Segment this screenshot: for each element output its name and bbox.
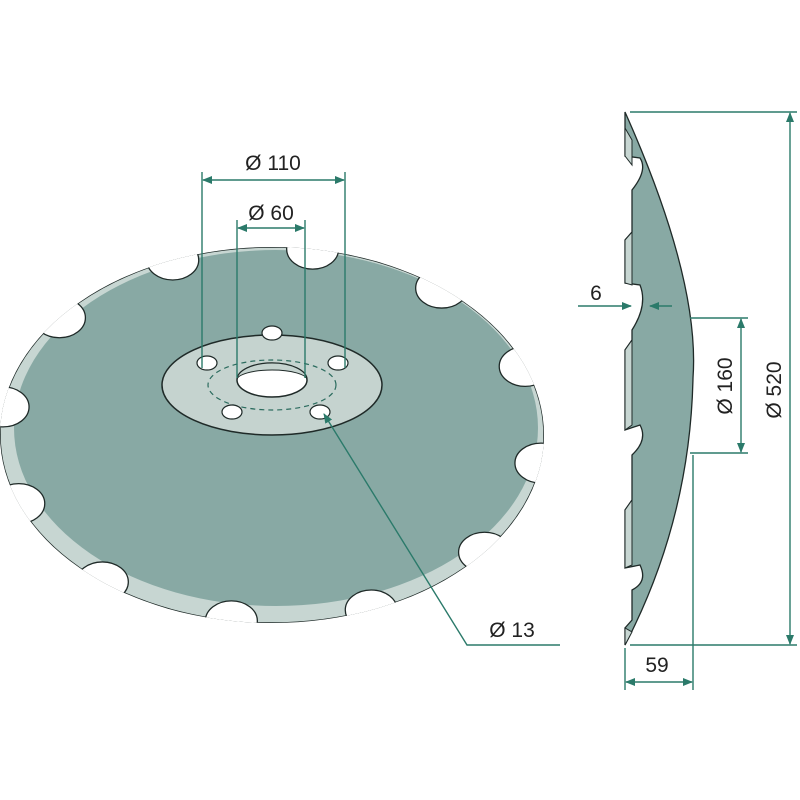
disc-front-view: [0, 247, 544, 623]
dim-disc-520: Ø 520: [763, 361, 786, 418]
notch: [457, 531, 512, 573]
notch: [514, 442, 544, 484]
bolt-hole: [261, 325, 283, 341]
notch: [498, 345, 544, 388]
notch: [415, 267, 469, 309]
dim-bolt-hole-13: Ø 13: [489, 619, 535, 642]
notch: [0, 482, 46, 525]
notch: [204, 600, 259, 623]
bolt-hole: [196, 355, 218, 371]
notch: [344, 589, 398, 623]
notch: [32, 297, 87, 339]
bolt-hole: [221, 404, 243, 420]
dimension-lines: [201, 111, 797, 690]
dim-bolt-circle-110: Ø 110: [245, 152, 301, 175]
dim-bolt-circle-60: Ø 60: [248, 202, 294, 225]
notch: [285, 247, 340, 270]
bolt-circle: [207, 359, 337, 411]
bolt-hole: [309, 404, 331, 420]
bolt-hole: [327, 355, 349, 371]
dim-thickness-6: 6: [590, 282, 602, 305]
dim-concavity-59: 59: [645, 654, 668, 677]
notch: [75, 561, 129, 603]
dim-hub-160: Ø 160: [714, 357, 737, 414]
notch: [146, 247, 200, 281]
disc-side-view: [624, 111, 695, 646]
